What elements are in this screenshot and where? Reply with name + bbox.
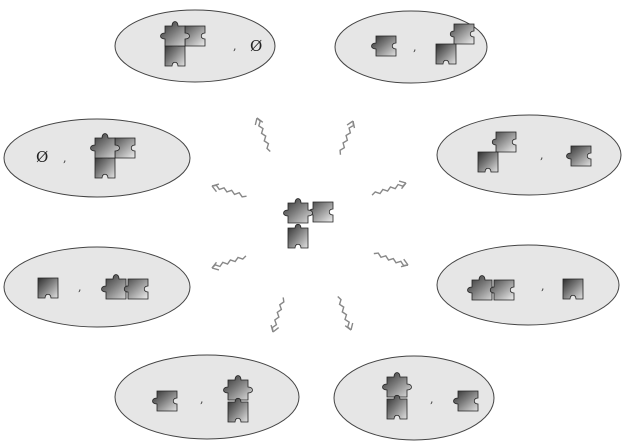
ellipse [436, 114, 622, 196]
two-piece-stacked-icon [224, 376, 253, 423]
ellipse [436, 244, 620, 326]
arrow-icon [268, 295, 289, 334]
separator: , [413, 41, 417, 54]
separator: , [200, 393, 204, 406]
partition-top-left: , Ø [114, 9, 276, 83]
partition-top-right: , [334, 10, 488, 84]
separator: , [233, 40, 237, 53]
arrow-icon [252, 115, 274, 154]
ellipse [334, 10, 488, 84]
partition-bottom-left: , [114, 354, 300, 440]
center-puzzle [283, 198, 334, 249]
separator: , [540, 149, 544, 162]
puzzle-piece-icon [308, 201, 334, 223]
separator: , [78, 281, 82, 294]
arrow-icon [210, 252, 249, 273]
separator: , [541, 280, 545, 293]
arrows [210, 115, 411, 334]
separator: , [63, 152, 67, 165]
ellipse [3, 246, 191, 328]
arrow-icon [335, 118, 358, 157]
partition-lower-left: , [3, 246, 191, 328]
empty-set: Ø [36, 148, 48, 166]
puzzle-piece-icon [283, 198, 313, 224]
partition-lower-right: , [436, 244, 620, 326]
empty-set: Ø [250, 37, 262, 55]
arrow-icon [334, 294, 356, 333]
ellipse [333, 355, 495, 441]
arrow-icon [372, 248, 411, 270]
partition-upper-left: Ø , [3, 118, 191, 198]
partition-bottom-right: , [333, 355, 495, 441]
ellipse [114, 354, 300, 440]
two-piece-stacked-icon [383, 373, 412, 420]
separator: , [430, 393, 434, 406]
partition-upper-right: , [436, 114, 622, 196]
puzzle-piece-icon [287, 223, 309, 249]
arrow-icon [210, 181, 249, 202]
arrow-icon [369, 178, 408, 199]
